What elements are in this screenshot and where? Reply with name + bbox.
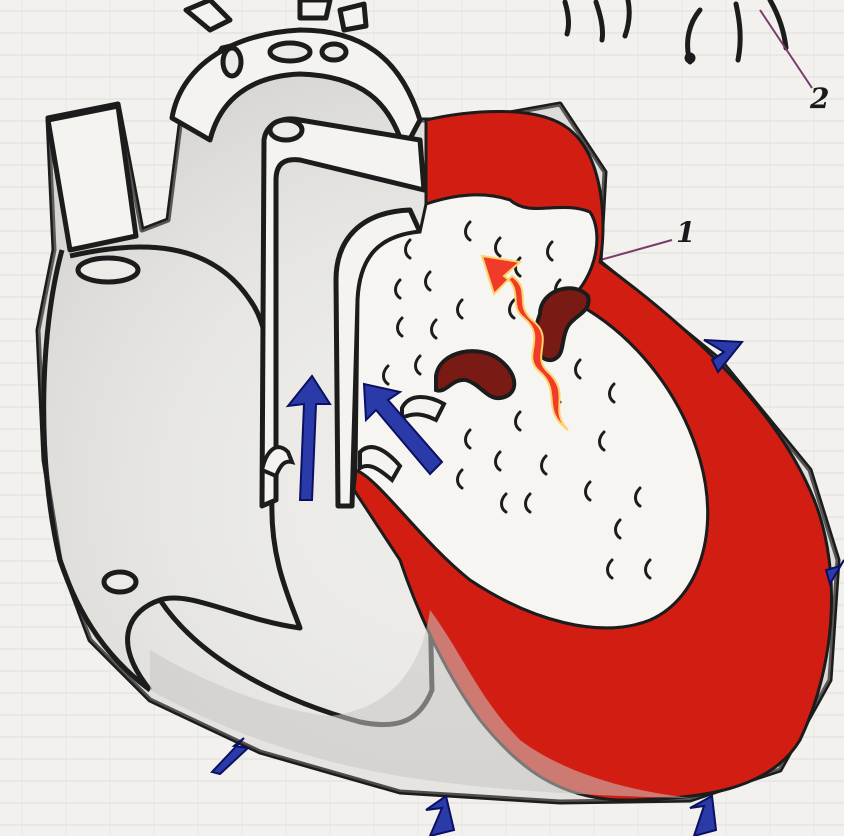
callout-label-2: 2	[810, 82, 829, 115]
callout-label-1: 1	[676, 216, 695, 249]
